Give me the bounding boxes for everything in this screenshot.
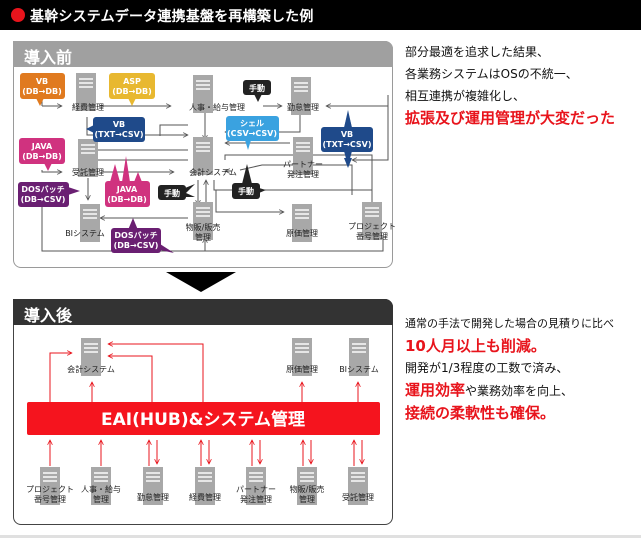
before-callouts: VB (DB→DB) ASP (DB→DB) 手動 VB (TXT→CSV) シ…: [18, 73, 373, 253]
red-bullet-icon: [11, 8, 25, 22]
svg-text:(DB→DB): (DB→DB): [22, 152, 62, 161]
after-panel-header: 導入後: [13, 299, 393, 325]
svg-text:DOSバッチ: DOSバッチ: [21, 185, 64, 194]
after-top-connections: [49, 344, 358, 402]
callout-shell-csv-csv: シェル (CSV→CSV): [226, 116, 279, 150]
callout-java-db-db-1: JAVA (DB→DB): [19, 138, 65, 171]
after-desc-emphasis3: 接続の柔軟性も確保。: [405, 404, 556, 422]
after-desc-line2: 開発が1/3程度の工数で済み、: [405, 361, 569, 375]
callout-manual-3: 手動: [232, 164, 266, 199]
system-project-1: プロジェクト: [348, 222, 396, 231]
svg-text:シェル: シェル: [240, 119, 264, 128]
svg-text:ASP: ASP: [123, 77, 141, 86]
before-desc-line3: 相互連携が複雑化し、: [405, 89, 526, 103]
footer-divider: [0, 535, 641, 538]
svg-text:VB: VB: [36, 77, 48, 86]
after-system-project-1: プロジェクト: [26, 485, 74, 494]
svg-text:JAVA: JAVA: [31, 142, 53, 151]
after-system-jinji-1: 人事・給与: [81, 484, 121, 494]
after-system-kaikei: 会計システム: [67, 364, 115, 374]
svg-text:手動: 手動: [249, 83, 265, 93]
system-jutaku: 受託管理: [72, 167, 104, 177]
after-system-bi: BIシステム: [339, 365, 379, 374]
after-system-jinji-2: 管理: [93, 494, 109, 504]
svg-text:(DB→DB): (DB→DB): [112, 87, 152, 96]
system-genka: 原価管理: [286, 228, 318, 238]
svg-text:(DB→CSV): (DB→CSV): [21, 195, 66, 204]
system-partner-1: パートナー: [283, 160, 323, 169]
svg-text:(TXT→CSV): (TXT→CSV): [322, 140, 371, 149]
after-system-buppan-2: 管理: [299, 494, 315, 504]
svg-text:VB: VB: [113, 120, 125, 129]
after-desc-emphasis1: 10人月以上も削減。: [405, 337, 546, 355]
after-system-buppan-1: 物販/販売: [290, 484, 325, 494]
after-system-project-2: 番号管理: [34, 494, 66, 504]
after-top-labels: 会計システム 原価管理 BIシステム: [67, 364, 379, 374]
system-bi: BIシステム: [65, 229, 105, 238]
callout-manual-2: 手動: [158, 184, 195, 200]
callout-vb-txt-csv-2: VB (TXT→CSV): [321, 110, 373, 168]
callout-dos-batch-2: DOSバッチ (DB→CSV): [111, 218, 174, 253]
after-system-partner-1: パートナー: [236, 485, 276, 494]
callout-manual-1: 手動: [243, 80, 271, 102]
before-description: 部分最適を追求した結果、 各業務システムはOSの不統一、 相互連携が複雑化し、 …: [405, 41, 615, 129]
after-bottom-labels: プロジェクト 番号管理 人事・給与 管理 勤怠管理 経費管理 パートナー 発注管…: [26, 484, 374, 504]
svg-text:VB: VB: [341, 130, 353, 139]
svg-text:(TXT→CSV): (TXT→CSV): [94, 130, 143, 139]
before-desc-emphasis: 拡張及び運用管理が大変だった: [405, 109, 616, 127]
before-panel-header: 導入前: [13, 41, 393, 67]
system-buppan-2: 管理: [195, 232, 211, 242]
after-desc-line3: 運用効率や業務効率を向上、: [405, 379, 614, 402]
system-kintai: 勤怠管理: [287, 102, 319, 112]
system-kaikei: 会計システム: [189, 167, 237, 177]
before-desc-line1: 部分最適を追求した結果、: [405, 45, 550, 59]
after-desc-emphasis2: 運用効率: [405, 381, 466, 399]
svg-text:(CSV→CSV): (CSV→CSV): [227, 129, 277, 138]
after-system-keihi: 経費管理: [189, 492, 221, 502]
eai-hub-bar: EAI(HUB)&システム管理: [27, 402, 380, 435]
after-heading: 導入後: [24, 306, 73, 325]
transition-arrow-icon: [166, 272, 236, 292]
callout-dos-batch-1: DOSバッチ (DB→CSV): [18, 182, 80, 207]
system-keihi: 経費管理: [72, 102, 104, 112]
before-heading: 導入前: [24, 48, 73, 67]
after-system-partner-2: 発注管理: [240, 494, 272, 504]
svg-text:JAVA: JAVA: [116, 185, 138, 194]
system-project-2: 番号管理: [356, 231, 388, 241]
svg-text:DOSバッチ: DOSバッチ: [114, 231, 157, 240]
svg-text:手動: 手動: [238, 186, 254, 196]
before-connections: [41, 87, 389, 252]
callout-vb-txt-csv-1: VB (TXT→CSV): [86, 117, 145, 142]
page-title: 基幹システムデータ連携基盤を再構築した例: [30, 9, 314, 25]
after-desc-line3-rest: や業務効率を向上、: [465, 384, 574, 398]
after-description: 通常の手法で開発した場合の見積りに比べ 10人月以上も削減。 開発が1/3程度の…: [405, 313, 614, 424]
after-system-jutaku: 受託管理: [342, 492, 374, 502]
after-bottom-connections: [50, 440, 362, 466]
svg-text:(DB→DB): (DB→DB): [22, 87, 62, 96]
after-system-kintai: 勤怠管理: [137, 492, 169, 502]
callout-asp-db-db: ASP (DB→DB): [109, 73, 155, 106]
title-bar: 基幹システムデータ連携基盤を再構築した例: [0, 0, 641, 30]
after-system-genka: 原価管理: [286, 364, 318, 374]
after-desc-line1: 通常の手法で開発した場合の見積りに比べ: [405, 317, 614, 330]
system-jinji: 人事・給与管理: [189, 102, 245, 112]
callout-vb-db-db: VB (DB→DB): [20, 73, 65, 106]
before-system-labels: 経費管理 人事・給与管理 勤怠管理 受託管理 会計システム パートナー 発注管理…: [65, 102, 396, 242]
callout-java-db-db-2: JAVA (DB→DB): [105, 156, 150, 207]
system-partner-2: 発注管理: [287, 169, 319, 179]
eai-hub-label: EAI(HUB)&システム管理: [101, 409, 305, 430]
svg-text:手動: 手動: [164, 188, 180, 198]
system-buppan-1: 物販/販売: [186, 222, 221, 232]
before-desc-line2: 各業務システムはOSの不統一、: [405, 67, 578, 81]
svg-text:(DB→CSV): (DB→CSV): [114, 241, 159, 250]
svg-text:(DB→DB): (DB→DB): [107, 195, 147, 204]
